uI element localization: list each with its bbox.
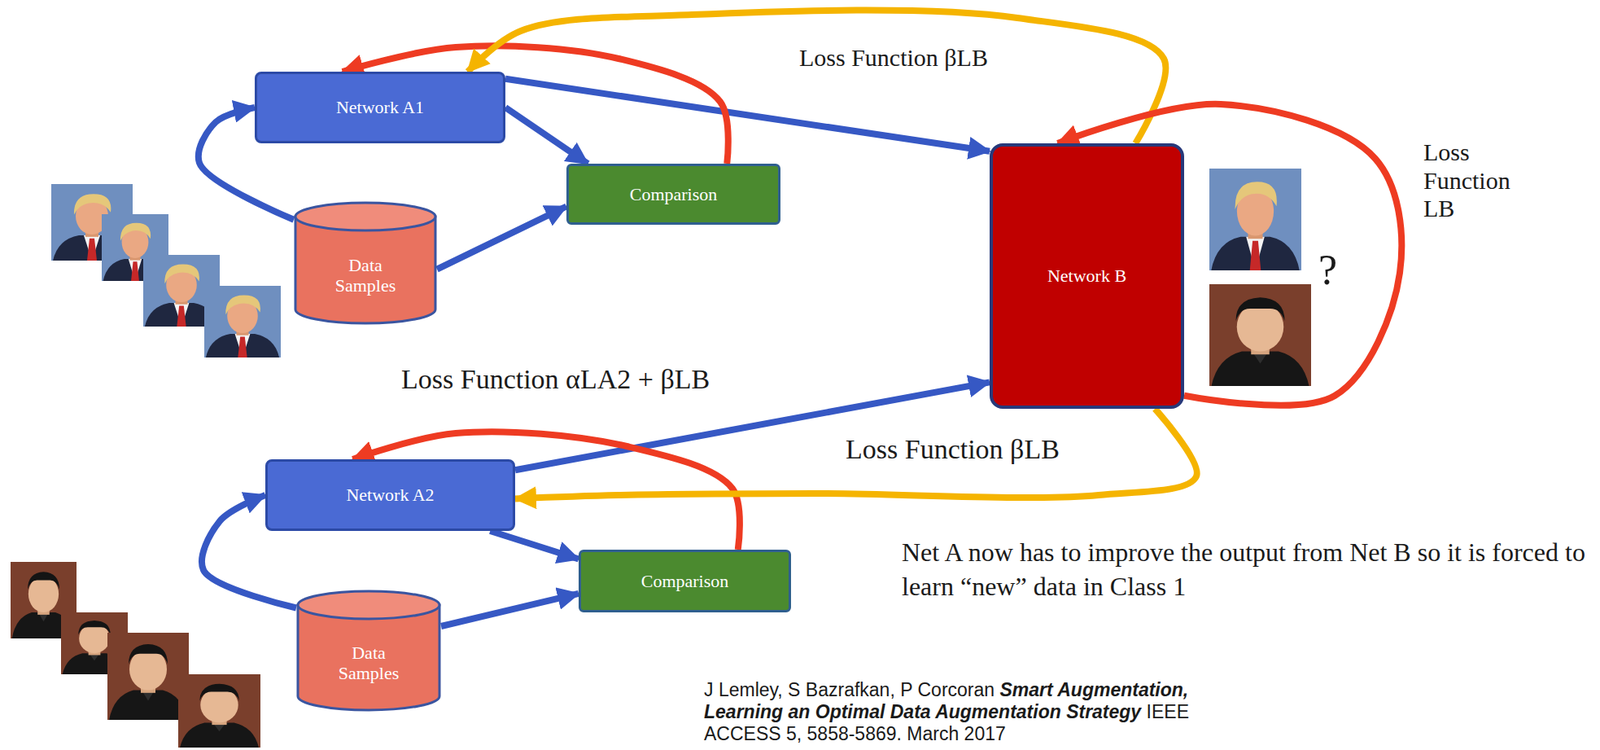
node-label: Comparison [641,570,730,591]
portrait-photo [204,285,281,358]
connector-arrow [515,408,1198,499]
network-box: Network A2 [265,459,516,531]
node-label: Network A1 [336,96,425,118]
loss-label: Loss Function αLA2 + βLB [397,362,713,395]
comparison-box: Comparison [566,163,781,225]
network-box: Network A1 [254,71,506,144]
citation-text: J Lemley, S Bazrafkan, P Corcoran [703,678,995,700]
loss-label: Loss Function LB [1420,138,1533,223]
connector-arrow [441,593,579,626]
connector-arrow [505,78,990,152]
portrait-photo [1209,284,1312,386]
comparison-box: Comparison [578,549,792,613]
node-label: Data Samples [327,642,410,684]
portrait-photo [178,673,261,748]
portrait-photo [1209,168,1302,271]
network-box: Network B [989,143,1185,409]
connector-arrow [505,107,588,164]
loss-label: Loss Function βLB [795,43,992,73]
connector-arrow [489,530,579,560]
data-cylinder: Data Samples [293,201,438,325]
data-cylinder: Data Samples [296,589,442,712]
portrait-photo [107,632,189,720]
question-mark: ? [1318,242,1338,298]
node-label: Network A2 [345,484,434,505]
node-label: Comparison [629,183,718,205]
citation-block: J Lemley, S Bazrafkan, P CorcoranSmart A… [703,678,1225,745]
loss-label: Loss Function βLB [842,432,1063,465]
node-label: Network B [1047,265,1127,286]
connector-arrow [437,206,567,270]
connector-arrow [467,10,1167,144]
note-text: Net A now has to improve the output from… [901,535,1594,604]
node-label: Data Samples [324,254,407,297]
